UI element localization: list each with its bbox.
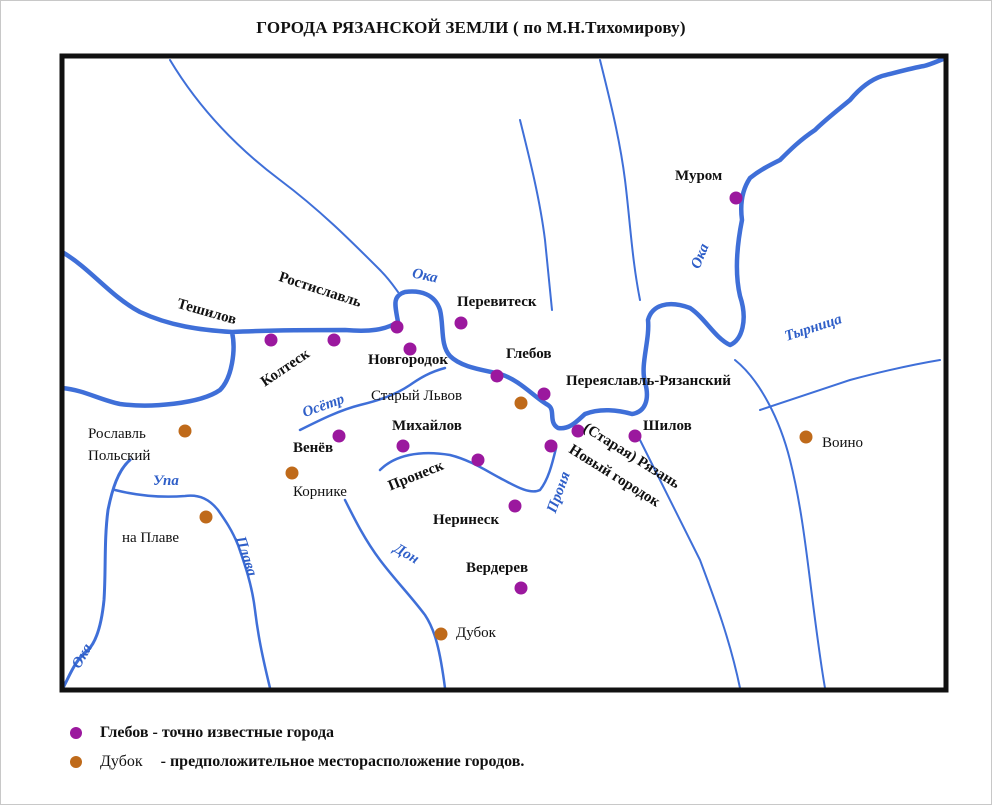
river-don xyxy=(343,498,447,690)
river-oset xyxy=(298,366,447,432)
river-upa xyxy=(113,488,272,690)
map-title: ГОРОДА РЯЗАНСКОЙ ЗЕМЛИ ( по М.Н.Тихомиро… xyxy=(256,18,686,37)
city-dot-mikhailov[interactable] xyxy=(396,439,410,453)
city-dot-stary-lvov[interactable] xyxy=(514,396,528,410)
city-label-mikhailov: Михайлов xyxy=(392,418,462,434)
city-dot-roslavl[interactable] xyxy=(178,424,192,438)
known-cities-layer xyxy=(264,191,743,595)
legend-presumed: Дубок - предположительное месторасположе… xyxy=(70,753,524,771)
legend-presumed-text: - предположительное месторасположение го… xyxy=(156,753,525,770)
city-label-roslavl: Рославль Польский xyxy=(88,426,151,464)
city-dot-nerinesk[interactable] xyxy=(508,499,522,513)
river-oka-sw xyxy=(60,458,132,692)
map-frame xyxy=(59,53,949,693)
city-dot-novy-gorodok[interactable] xyxy=(544,439,558,453)
legend-known: Глебов - точно известные города xyxy=(70,724,334,742)
river-east-1 xyxy=(734,359,826,689)
legend-presumed-label: Дубок xyxy=(100,753,143,770)
river-label-upa: Упа xyxy=(153,473,179,489)
river-pronya xyxy=(378,446,558,493)
city-dot-voino[interactable] xyxy=(799,430,813,444)
river-oka-main xyxy=(59,55,949,431)
city-dot-shilov[interactable] xyxy=(628,429,642,443)
city-dot-kornike[interactable] xyxy=(285,466,299,480)
legend-presumed-dot xyxy=(70,756,82,769)
city-dot-glebov[interactable] xyxy=(490,369,504,383)
city-label-voino: Воино xyxy=(822,435,864,451)
presumed-cities-layer xyxy=(178,396,813,641)
city-dot-staraya-ryazan[interactable] xyxy=(571,424,585,438)
city-label-nerinesk: Неринеск xyxy=(433,512,500,528)
city-dot-teshilov[interactable] xyxy=(264,333,278,347)
city-dot-pronesk[interactable] xyxy=(471,453,485,467)
rivers-layer xyxy=(59,55,949,692)
city-dot-pereyaslavl[interactable] xyxy=(537,387,551,401)
legend-known-label: Глебов xyxy=(100,724,149,741)
city-label-venev: Венёв xyxy=(293,440,334,456)
city-label-na-plave: на Плаве xyxy=(122,530,180,546)
legend-known-dot xyxy=(70,727,82,740)
city-dot-venev[interactable] xyxy=(332,429,346,443)
city-label-stary-lvov: Старый Львов xyxy=(371,388,463,404)
city-label-pereyaslavl: Переяславль-Рязанский xyxy=(566,373,731,389)
city-label-novgorodok: Новгородок xyxy=(368,352,448,368)
river-north-2 xyxy=(599,59,641,301)
city-label-verderev: Вердерев xyxy=(466,560,529,576)
city-dot-verderev[interactable] xyxy=(514,581,528,595)
city-dot-pereviteck[interactable] xyxy=(454,316,468,330)
city-label-murom: Муром xyxy=(675,168,723,184)
city-dot-rostislavl[interactable] xyxy=(390,320,404,334)
river-north-1 xyxy=(519,119,553,311)
river-tyrnitsa xyxy=(759,359,941,411)
city-label-dubok: Дубок xyxy=(456,625,496,641)
city-dot-dubok[interactable] xyxy=(434,627,448,641)
city-dot-novgorodok[interactable] xyxy=(403,342,417,356)
city-label-kornike: Корнике xyxy=(293,484,347,500)
legend-known-text: - точно известные города xyxy=(148,724,335,741)
city-label-pereviteck: Перевитеск xyxy=(457,294,537,310)
city-dot-na-plave[interactable] xyxy=(199,510,213,524)
city-dot-murom[interactable] xyxy=(729,191,743,205)
city-dot-koltesk[interactable] xyxy=(327,333,341,347)
city-label-shilov: Шилов xyxy=(643,418,692,434)
river-northwest xyxy=(169,59,399,293)
city-label-glebov: Глебов xyxy=(506,346,552,362)
river-east-2 xyxy=(639,439,741,689)
